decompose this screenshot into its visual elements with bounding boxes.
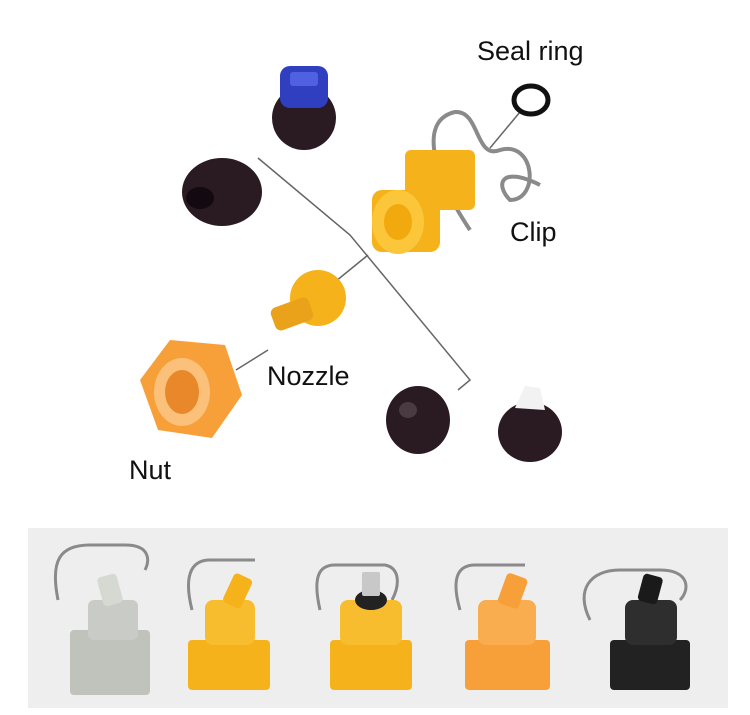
- black-ball-white-tip: [498, 386, 562, 462]
- label-clip: Clip: [510, 217, 557, 247]
- label-seal-ring: Seal ring: [477, 36, 584, 66]
- yellow-body-part: [372, 150, 475, 254]
- variant-grey: [53, 543, 150, 695]
- label-nut: Nut: [129, 455, 172, 485]
- variant-yellow-black-core: [315, 563, 412, 690]
- nozzle-part: [270, 270, 346, 331]
- variant-black: [582, 568, 690, 690]
- black-ball-left: [182, 158, 262, 226]
- black-ball-bottom: [386, 386, 450, 454]
- seal-ring-part: [511, 83, 551, 117]
- clip-wire-part: [431, 110, 541, 232]
- leader-line-seal-ring: [489, 111, 521, 149]
- nut-part: [140, 340, 242, 438]
- variant-orange: [454, 563, 550, 690]
- variant-yellow: [187, 558, 270, 690]
- leader-line-nut: [235, 349, 269, 371]
- blue-cap-ball-part: [272, 66, 336, 150]
- label-nozzle: Nozzle: [267, 361, 350, 391]
- leader-line-body-to-balls: [257, 157, 472, 391]
